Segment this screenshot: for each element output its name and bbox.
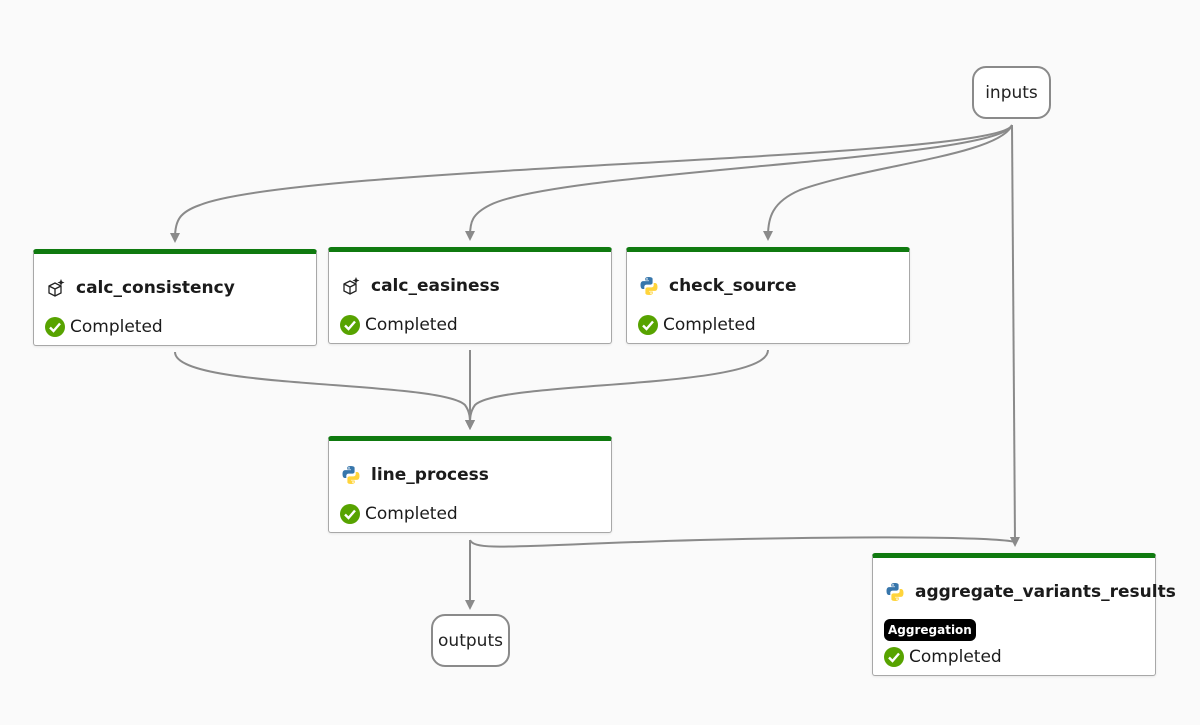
node-aggregate-variants-results[interactable]: aggregate_variants_results Aggregation C… — [872, 553, 1176, 676]
node-status: Completed — [365, 315, 458, 335]
node-title: aggregate_variants_results — [915, 582, 1176, 602]
aggregation-badge: Aggregation — [884, 619, 976, 641]
edge-inputs-calc-consistency — [170, 124, 1013, 243]
edge-inputs-check-source — [763, 124, 1013, 241]
edge-check-source-line-process — [465, 349, 769, 430]
check-circle-icon — [340, 504, 360, 524]
node-title: calc_easiness — [371, 276, 500, 296]
check-circle-icon — [45, 317, 65, 337]
node-title: calc_consistency — [76, 278, 235, 298]
prompt-sparkle-icon — [343, 277, 360, 295]
inputs-node[interactable]: inputs — [972, 66, 1051, 119]
edge-inputs-aggregate — [1009, 124, 1020, 547]
node-check-source[interactable]: check_source Completed — [626, 247, 910, 344]
python-icon — [886, 583, 904, 601]
inputs-label: inputs — [985, 82, 1038, 103]
node-title: line_process — [371, 465, 489, 485]
node-status: Completed — [663, 315, 756, 335]
outputs-label: outputs — [438, 630, 503, 651]
outputs-node[interactable]: outputs — [431, 614, 510, 667]
edge-calc-consistency-line-process — [174, 351, 475, 430]
node-status: Completed — [909, 647, 1002, 667]
prompt-sparkle-icon — [48, 279, 65, 297]
node-status: Completed — [70, 317, 163, 337]
edge-line-process-aggregate — [469, 536, 1016, 548]
node-calc-easiness[interactable]: calc_easiness Completed — [328, 247, 612, 344]
check-circle-icon — [884, 647, 904, 667]
check-circle-icon — [638, 315, 658, 335]
python-icon — [640, 277, 658, 295]
node-calc-consistency[interactable]: calc_consistency Completed — [33, 249, 317, 346]
edge-inputs-calc-easiness — [465, 124, 1013, 241]
node-line-process[interactable]: line_process Completed — [328, 436, 612, 533]
node-title: check_source — [669, 276, 797, 296]
check-circle-icon — [340, 315, 360, 335]
python-icon — [342, 466, 360, 484]
node-status: Completed — [365, 504, 458, 524]
